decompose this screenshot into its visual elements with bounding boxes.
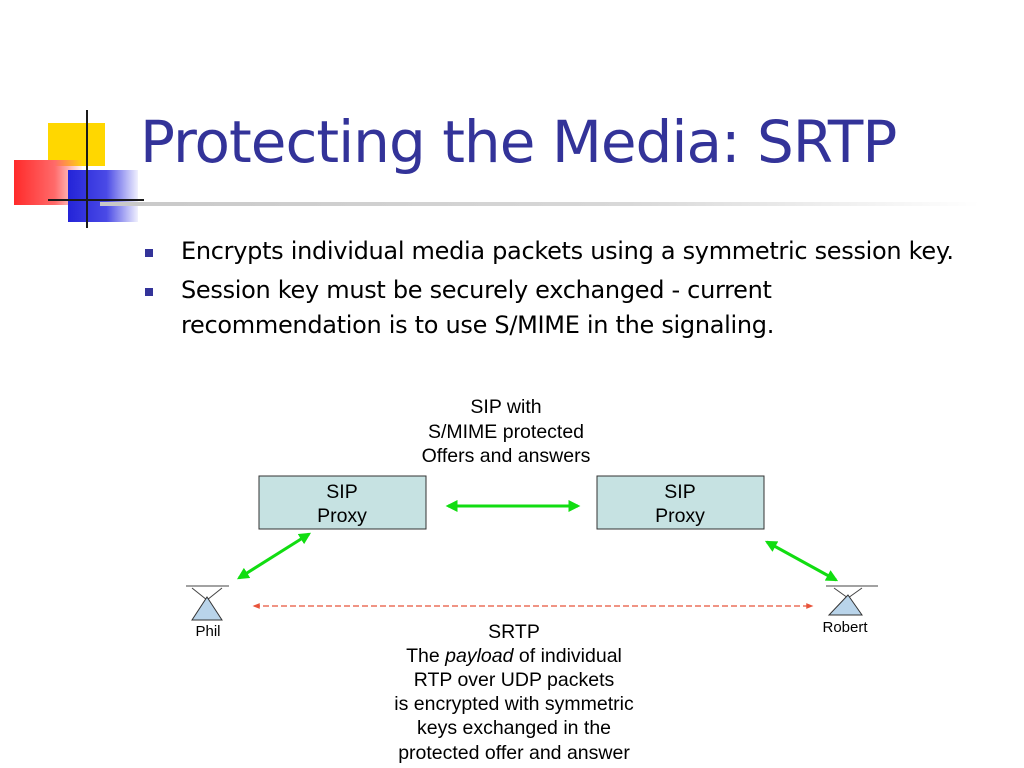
phil-label: Phil <box>195 623 220 640</box>
proxy-right-label: SIP <box>664 481 695 503</box>
bullet-text: Session key must be securely exchanged -… <box>181 276 775 339</box>
bottom-caption-line: protected offer and answer <box>398 742 630 764</box>
robert-label: Robert <box>822 619 868 636</box>
sip-proxy-left-box <box>258 475 427 530</box>
robert-to-proxy-arrow <box>764 540 839 582</box>
bottom-caption-line: RTP over UDP packets <box>414 669 615 691</box>
robert-endpoint-icon <box>826 585 878 616</box>
proxy-left-label: SIP <box>326 481 357 503</box>
decor-yellow-square <box>48 123 105 166</box>
top-caption-line: SIP with <box>470 396 541 418</box>
srtp-heading: SRTP <box>488 621 540 643</box>
bottom-caption-line: is encrypted with symmetric <box>394 693 634 715</box>
phil-endpoint-icon <box>186 585 229 621</box>
title-underline <box>100 202 980 206</box>
bullet-item: Session key must be securely exchanged -… <box>140 273 970 343</box>
bullet-item: Encrypts individual media packets using … <box>140 234 970 269</box>
proxy-right-label: Proxy <box>655 505 705 527</box>
top-caption-line: Offers and answers <box>422 445 591 467</box>
caption-italic-text: payload <box>444 645 514 667</box>
decor-vertical-line <box>86 110 88 228</box>
phil-to-proxy-arrow <box>236 532 312 580</box>
proxy-left-label: Proxy <box>317 505 367 527</box>
sip-proxy-right-box <box>596 475 765 530</box>
decor-horizontal-line <box>48 199 144 201</box>
decor-blue-square <box>68 170 138 222</box>
top-caption-line: S/MIME protected <box>428 421 584 443</box>
square-bullet-icon <box>145 249 153 257</box>
bullet-list: Encrypts individual media packets using … <box>140 234 970 347</box>
bottom-caption-line: keys exchanged in the <box>417 717 611 739</box>
bullet-text: Encrypts individual media packets using … <box>181 237 954 265</box>
caption-text: The <box>406 645 445 667</box>
bottom-caption-line: The payload of individual <box>406 645 622 667</box>
caption-text: of individual <box>513 645 621 667</box>
slide-title: Protecting the Media: SRTP <box>140 108 897 176</box>
square-bullet-icon <box>145 288 153 296</box>
